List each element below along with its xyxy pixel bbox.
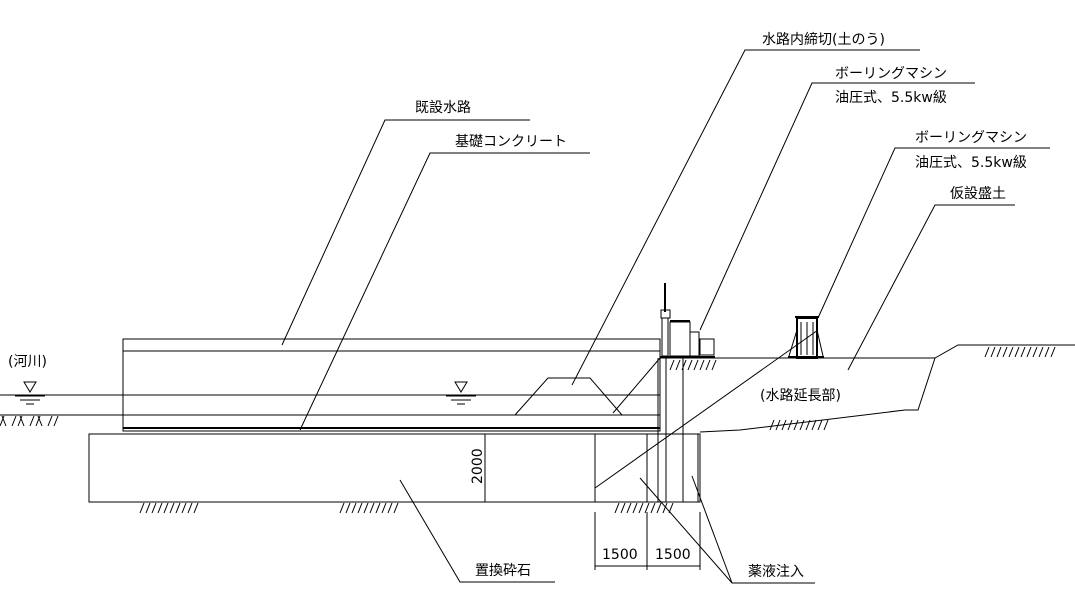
hatch-mark <box>357 502 363 514</box>
hatch-mark <box>193 502 199 514</box>
hatch-mark <box>632 502 638 514</box>
hatch-mark <box>799 419 805 431</box>
hatch-mark <box>381 502 387 514</box>
hatch-mark <box>369 502 375 514</box>
hatch-mark <box>650 502 656 514</box>
cofferdam-label: 水路内締切(土のう) <box>762 31 885 48</box>
hatch-mark <box>823 419 829 431</box>
hatch-mark <box>157 502 163 514</box>
hatch-mark <box>169 502 175 514</box>
hatch-mark <box>644 502 650 514</box>
hatch-mark <box>693 359 699 371</box>
hatch-mark <box>669 359 675 371</box>
hatch-mark <box>0 415 5 427</box>
hatch-mark <box>620 502 626 514</box>
hatch-mark <box>996 346 1002 358</box>
temp-embankment-label: 仮設盛土 <box>950 186 1006 202</box>
hatch-mark <box>35 415 41 427</box>
boring-machine-1-icon <box>660 283 715 358</box>
boring-machine-2-label: ボーリングマシン <box>915 130 1027 146</box>
hatch-mark <box>705 359 711 371</box>
hatch-mark <box>151 502 157 514</box>
hatch-mark <box>339 502 345 514</box>
hatch-mark <box>1020 346 1026 358</box>
hatch-mark <box>681 359 687 371</box>
replacement-gravel-block <box>88 433 701 503</box>
boring-machine-2-spec: 油圧式、5.5kw級 <box>915 155 1027 171</box>
hatch-mark <box>984 346 990 358</box>
boring-machine-2-icon <box>788 316 824 359</box>
hatch-mark <box>1 415 7 427</box>
hatch-mark <box>11 415 17 427</box>
sandbag-cofferdam <box>513 377 624 416</box>
hatch-mark <box>175 502 181 514</box>
hatch-mark <box>387 502 393 514</box>
ground-hatching <box>0 346 1056 514</box>
hatch-mark <box>662 502 668 514</box>
hatch-mark <box>145 502 151 514</box>
hatch-mark <box>363 502 369 514</box>
hatch-mark <box>163 502 169 514</box>
hatch-mark <box>393 502 399 514</box>
hatch-mark <box>656 502 662 514</box>
embankment-bottom <box>699 357 936 433</box>
hatch-mark <box>351 502 357 514</box>
hatch-mark <box>1014 346 1020 358</box>
hatch-mark <box>47 415 53 427</box>
hatch-mark <box>711 359 717 371</box>
hatch-mark <box>1038 346 1044 358</box>
channel-water-level-icon <box>446 381 476 405</box>
hatch-mark <box>1032 346 1038 358</box>
existing-channel-label: 既設水路 <box>415 100 471 116</box>
channel-extension-label: (水路延長部) <box>760 388 841 404</box>
hatch-mark <box>187 502 193 514</box>
hatch-mark <box>775 419 781 431</box>
hatch-mark <box>793 419 799 431</box>
leader-lines <box>281 49 1050 584</box>
hatch-mark <box>769 419 775 431</box>
injection-zone <box>594 329 819 502</box>
hatch-mark <box>614 502 620 514</box>
dimension-lines <box>484 434 701 570</box>
hatch-mark <box>805 419 811 431</box>
hatch-mark <box>37 415 43 427</box>
hatch-mark <box>675 359 681 371</box>
hatch-mark <box>699 359 705 371</box>
hatch-mark <box>139 502 145 514</box>
river-water-level-icon <box>15 381 45 405</box>
hatch-mark <box>1050 346 1056 358</box>
foundation-concrete-label: 基礎コンクリート <box>455 133 567 150</box>
hatch-mark <box>687 359 693 371</box>
hatch-mark <box>1008 346 1014 358</box>
hatch-mark <box>1044 346 1050 358</box>
hatch-mark <box>638 502 644 514</box>
hatch-mark <box>787 419 793 431</box>
boring-machine-1-spec: 油圧式、5.5kw級 <box>835 90 947 106</box>
hatch-mark <box>17 415 23 427</box>
depth-dimension: 2000 <box>470 448 486 484</box>
chemical-injection-label: 薬液注入 <box>748 564 804 580</box>
hatch-mark <box>990 346 996 358</box>
hatch-mark <box>375 502 381 514</box>
hatch-mark <box>53 415 59 427</box>
hatch-mark <box>181 502 187 514</box>
hatch-mark <box>1002 346 1008 358</box>
existing-channel <box>122 338 661 432</box>
hatch-mark <box>817 419 823 431</box>
replacement-gravel-label: 置換砕石 <box>475 563 531 579</box>
hatch-mark <box>19 415 25 427</box>
width-dimension-2: 1500 <box>655 547 691 563</box>
hatch-mark <box>1026 346 1032 358</box>
hatch-mark <box>345 502 351 514</box>
hatch-mark <box>781 419 787 431</box>
river-label: (河川) <box>8 354 47 370</box>
width-dimension-1: 1500 <box>602 547 638 563</box>
hatch-mark <box>626 502 632 514</box>
hatch-mark <box>811 419 817 431</box>
boring-machine-1-label: ボーリングマシン <box>835 66 947 82</box>
hatch-mark <box>29 415 35 427</box>
